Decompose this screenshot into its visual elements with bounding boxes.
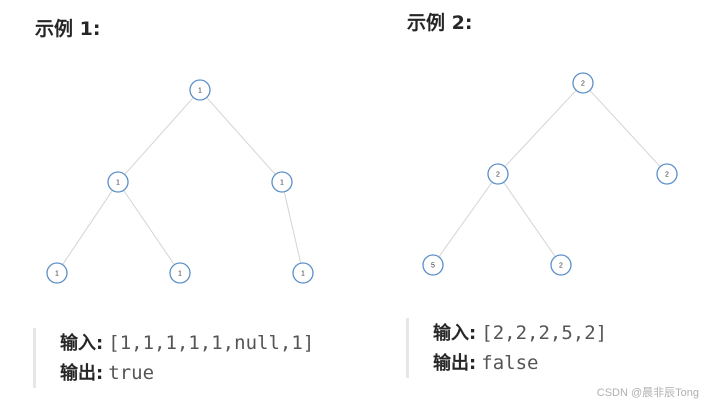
input-value: [1,1,1,1,1,null,1] (108, 332, 315, 354)
node-value: 1 (178, 271, 182, 278)
tree-edge (283, 191, 302, 264)
tree-node: 2 (656, 163, 678, 185)
tree-edge (206, 97, 276, 175)
input-label: 输入: (433, 323, 477, 344)
input-label: 输入: (60, 333, 104, 354)
tree-edge (503, 181, 556, 258)
input-value: [2,2,2,5,2] (481, 322, 608, 344)
node-value: 1 (116, 180, 120, 187)
example-2-input-line: 输入: [2,2,2,5,2] (433, 318, 607, 348)
node-circle (271, 171, 293, 193)
node-value: 1 (301, 271, 305, 278)
tree-node: 2 (572, 72, 594, 94)
tree-edge (438, 181, 493, 258)
node-value: 2 (559, 263, 563, 270)
example-2-output-line: 输出: false (433, 348, 607, 378)
output-label: 输出: (433, 353, 477, 374)
node-circle (422, 254, 444, 276)
output-label: 输出: (60, 363, 104, 384)
node-value: 2 (665, 172, 669, 179)
node-value: 1 (55, 271, 59, 278)
tree-edge (589, 90, 661, 167)
example-1-input-line: 输入: [1,1,1,1,1,null,1] (60, 328, 314, 358)
tree-node: 1 (292, 262, 314, 284)
node-value: 1 (280, 180, 284, 187)
node-circle (107, 171, 129, 193)
node-value: 5 (431, 263, 435, 270)
tree-edge (62, 190, 113, 265)
node-value: 2 (581, 81, 585, 88)
output-value: true (108, 362, 155, 384)
tree-node: 1 (271, 171, 293, 193)
node-circle (572, 72, 594, 94)
node-circle (487, 163, 509, 185)
example-2-heading: 示例 2: (407, 12, 473, 34)
binary-tree-diagrams: 1 1 1 1 1 1 2 2 2 5 2 (46, 72, 678, 284)
node-value: 2 (496, 172, 500, 179)
node-value: 1 (198, 88, 202, 95)
tree-node: 2 (550, 254, 572, 276)
tree-edge (124, 97, 194, 175)
tree-node: 5 (422, 254, 444, 276)
tree-node: 1 (107, 171, 129, 193)
node-circle (292, 262, 314, 284)
watermark: CSDN @晨非辰Tong (596, 387, 699, 399)
example-1-io: 输入: [1,1,1,1,1,null,1] 输出: true (33, 328, 314, 388)
tree-node: 1 (46, 262, 68, 284)
node-circle (656, 163, 678, 185)
node-circle (169, 262, 191, 284)
tree-node: 1 (169, 262, 191, 284)
tree-edge (123, 189, 175, 266)
tree-node: 2 (487, 163, 509, 185)
example-1-output-line: 输出: true (60, 358, 314, 388)
output-value: false (481, 352, 539, 374)
tree-node: 1 (189, 79, 211, 101)
node-circle (550, 254, 572, 276)
node-circle (46, 262, 68, 284)
example-2-io: 输入: [2,2,2,5,2] 输出: false (406, 318, 607, 378)
node-circle (189, 79, 211, 101)
tree-edge (504, 89, 577, 168)
example-1-heading: 示例 1: (35, 18, 101, 40)
